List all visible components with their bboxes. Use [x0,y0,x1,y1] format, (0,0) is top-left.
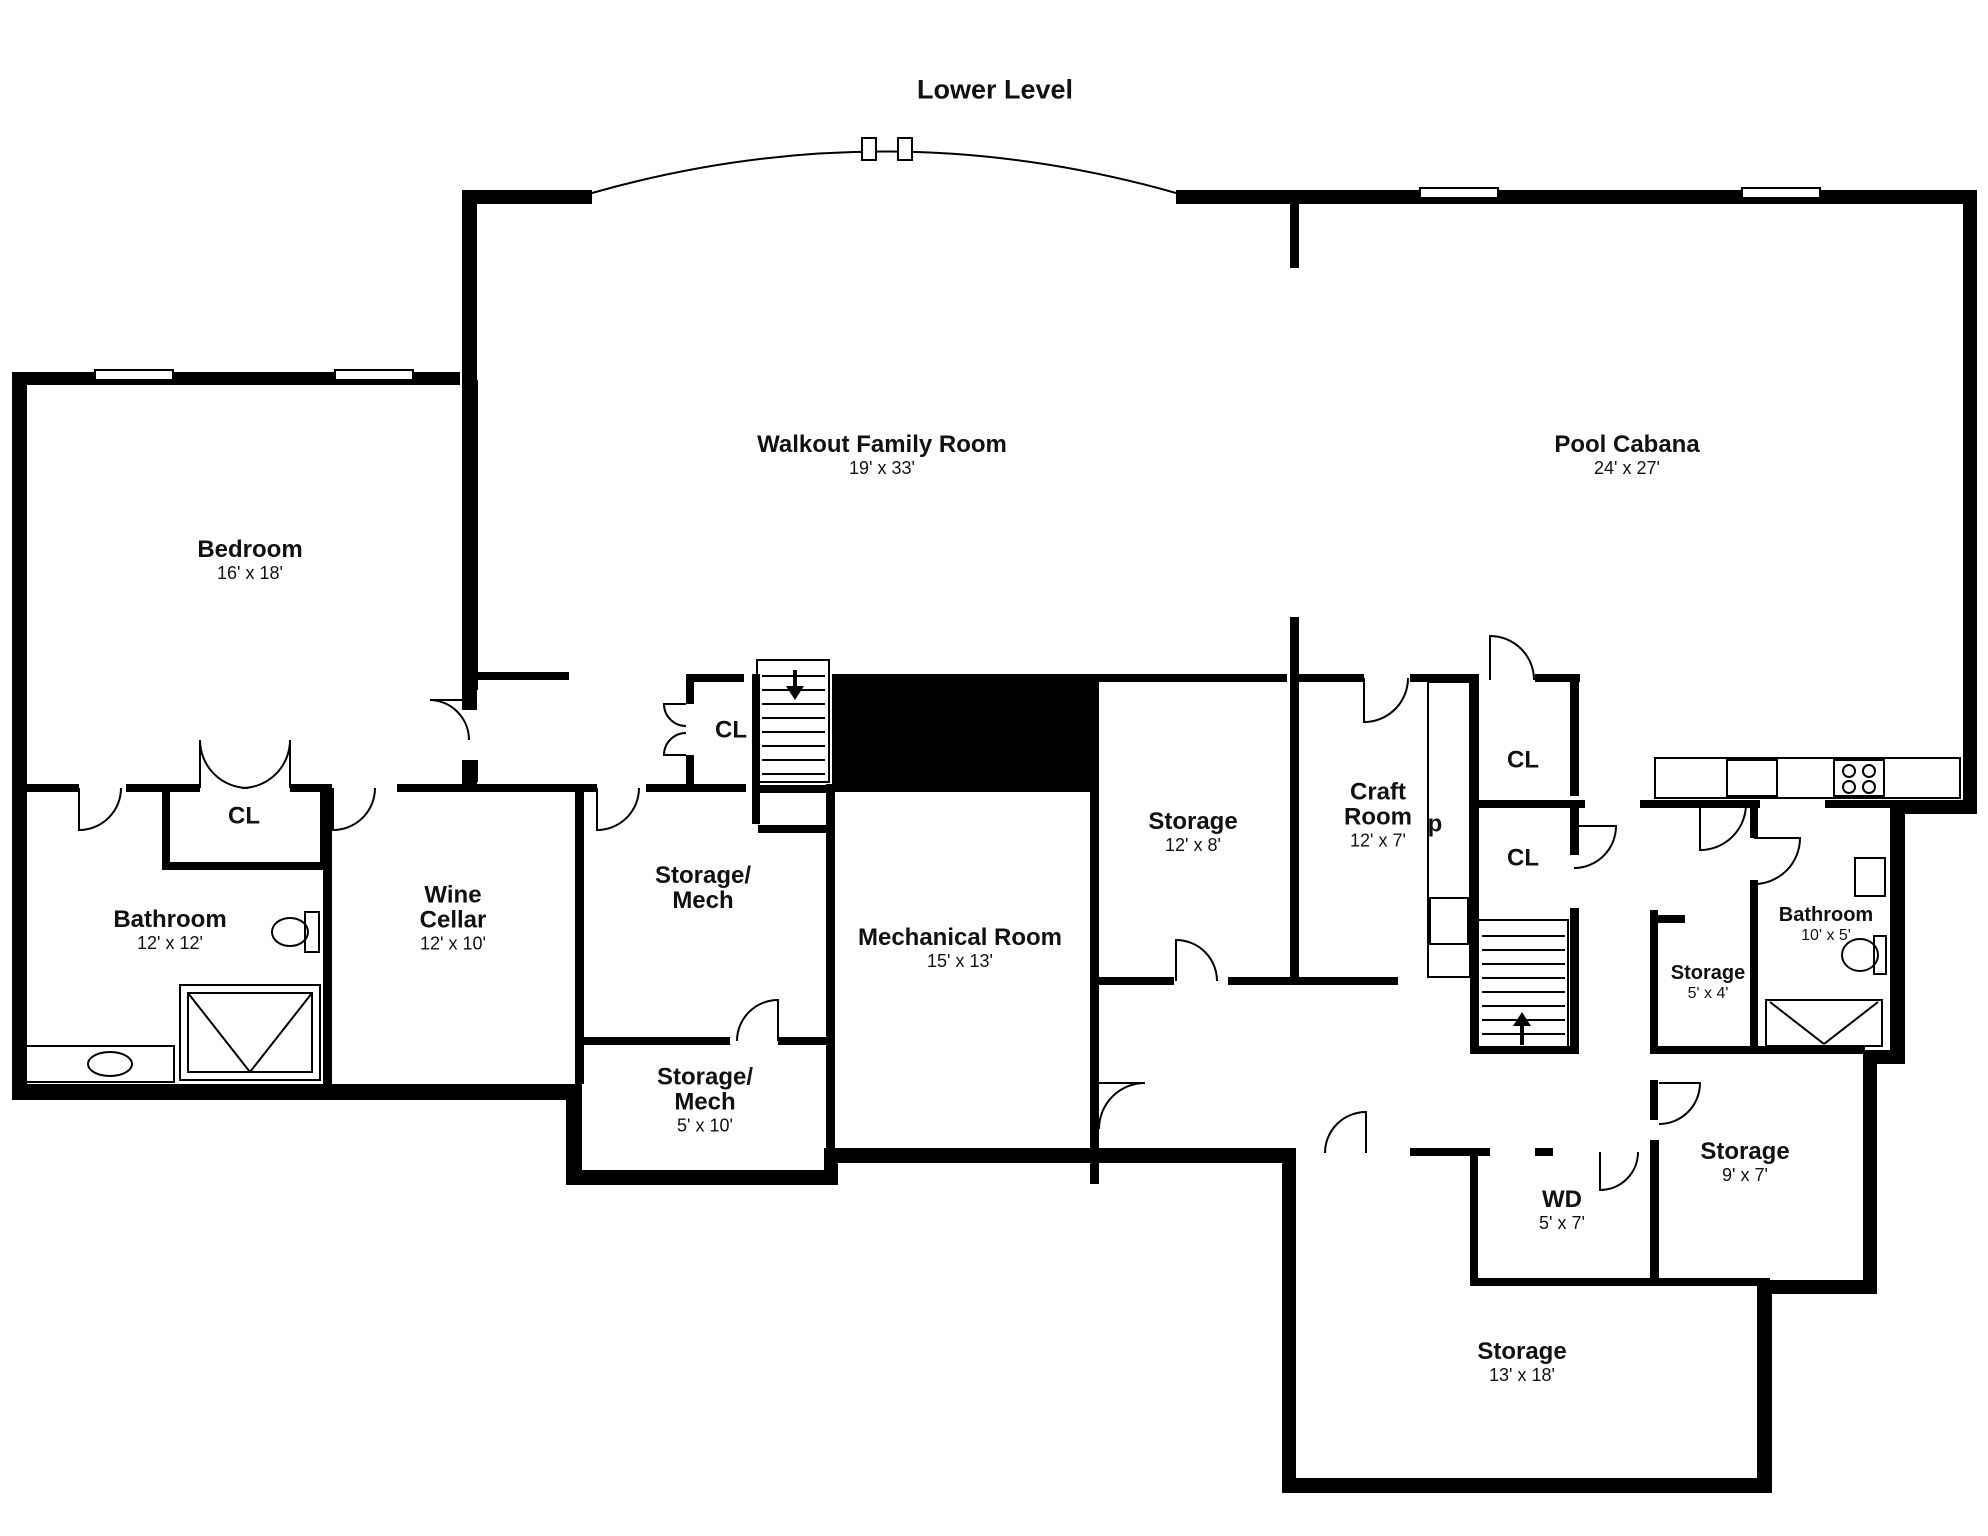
room-dimensions: 5' x 7' [1539,1213,1585,1234]
room-storage-right: Storage 9' x 7' [1700,1139,1789,1185]
stair-down[interactable] [1477,919,1569,1051]
room-dimensions: 12' x 8' [1165,835,1221,856]
room-dimensions: 10' x 5' [1801,927,1851,945]
room-name: Walkout Family Room [757,430,1007,458]
bathroom-fixtures [25,681,1961,1083]
room-name: WD [1542,1185,1582,1213]
interior-walls [24,200,1895,1286]
room-name: Storage/ Mech [654,861,752,914]
room-bathroom-cabana: Bathroom 10' x 5' [1779,905,1873,945]
room-dimensions: 19' x 33' [849,458,915,479]
room-dimensions: 12' x 10' [420,933,486,954]
room-name: Bedroom [197,535,303,563]
exterior-walls [12,190,1977,1493]
room-storage-mech-lower: Storage/ Mech 5' x 10' [657,1064,753,1135]
room-name: Storage [1700,1137,1790,1165]
room-name: Storage/ Mech [656,1063,754,1116]
room-mechanical: Mechanical Room 15' x 13' [858,925,1062,971]
room-storage-small: Storage 5' x 4' [1671,963,1745,1003]
room-name: Mechanical Room [857,923,1063,951]
arrow-up-icon [1513,1012,1531,1045]
room-washer-dryer: WD 5' x 7' [1539,1187,1585,1233]
room-dimensions: 15' x 13' [927,951,993,972]
room-name: Wine Cellar [419,881,487,934]
room-storage-center: Storage 12' x 8' [1148,809,1237,855]
room-closet-bedroom: CL [228,803,260,828]
room-name: CL [715,716,747,744]
room-dimensions: 13' x 18' [1489,1365,1555,1386]
room-pool-cabana: Pool Cabana 24' x 27' [1554,432,1699,478]
windows [94,187,1821,381]
room-closet-upper: CL [1507,747,1539,772]
arrow-down-icon [786,670,804,700]
curved-bay-wall [591,150,1177,194]
room-name: Storage [1670,962,1746,985]
french-door-icon[interactable] [861,137,913,161]
structural-core [832,674,1097,790]
room-dimensions: 12' x 7' [1350,830,1406,851]
room-dimensions: 5' x 4' [1687,985,1729,1003]
room-dimensions: 9' x 7' [1722,1165,1768,1186]
room-bedroom: Bedroom 16' x 18' [197,537,302,583]
room-dimensions: 24' x 27' [1594,458,1660,479]
room-name: Storage [1477,1337,1567,1365]
room-storage-large: Storage 13' x 18' [1477,1339,1566,1385]
room-name: Pool Cabana [1554,430,1700,458]
doors[interactable] [78,634,1802,1192]
room-storage-mech-upper: Storage/ Mech [654,861,752,914]
floor-plan-title: Lower Level [916,74,1074,105]
room-name: CL [1507,746,1539,774]
room-dimensions: 12' x 12' [137,933,203,954]
room-craft-room: Craft Room 12' x 7' [1344,779,1412,850]
room-name: Bathroom [113,905,227,933]
room-closet-lower: CL [1507,845,1539,870]
room-wine-cellar: Wine Cellar 12' x 10' [420,882,487,953]
room-closet-stairs: CL [715,717,747,742]
room-name-fragment: p [1427,810,1443,838]
room-name: CL [1507,844,1539,872]
room-name: Craft Room [1344,778,1412,831]
room-label-fragment: p [1428,811,1443,836]
room-walkout-family-room: Walkout Family Room 19' x 33' [757,432,1007,478]
room-dimensions: 16' x 18' [217,563,283,584]
room-name: Bathroom [1778,904,1874,927]
room-dimensions: 5' x 10' [677,1115,733,1136]
stair-up[interactable] [756,659,830,783]
room-bathroom-main: Bathroom 12' x 12' [113,907,226,953]
room-name: CL [228,802,260,830]
room-name: Storage [1148,807,1238,835]
